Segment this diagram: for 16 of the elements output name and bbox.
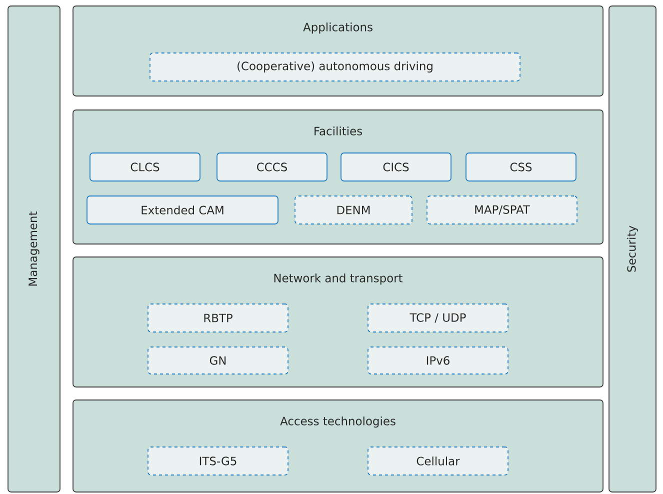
side-panel: Security [608, 6, 656, 492]
protocol-box: ITS-G5 [148, 446, 288, 476]
protocol-box: TCP / UDP [368, 304, 508, 332]
protocol-box: MAP/SPAT [426, 196, 578, 224]
protocol-box: GN [148, 346, 288, 374]
protocol-box: DENM [294, 196, 412, 224]
protocol-box: Extended CAM [86, 196, 278, 224]
protocol-box: IPv6 [368, 346, 508, 374]
protocol-box: Cellular [368, 446, 508, 476]
protocol-box: CSS [466, 152, 576, 182]
protocol-box: CICS [340, 152, 452, 182]
protocol-box: CCCS [216, 152, 328, 182]
protocol-box: (Cooperative) autonomous driving [150, 52, 520, 82]
side-panel: Management [8, 6, 60, 492]
protocol-box: RBTP [148, 304, 288, 332]
protocol-box: CLCS [90, 152, 200, 182]
